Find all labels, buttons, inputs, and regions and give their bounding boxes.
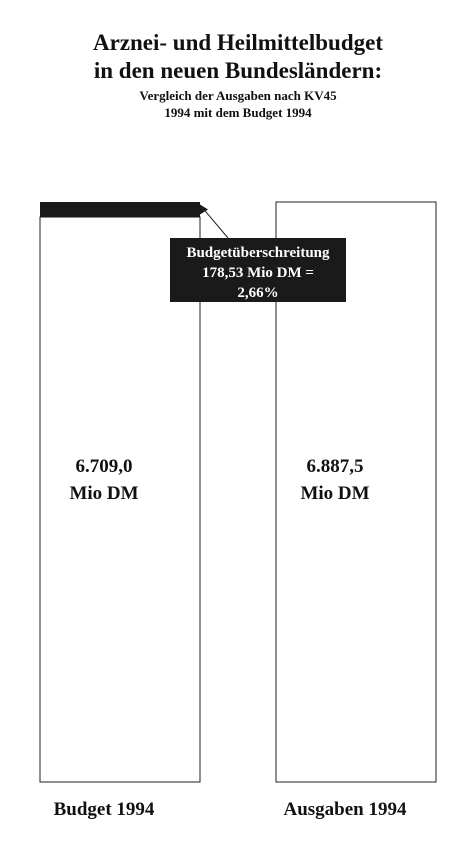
data-label-unit: Mio DM — [69, 483, 138, 504]
annotation-text-line: 2,66% — [237, 285, 278, 301]
data-label-unit: Mio DM — [300, 483, 369, 504]
annotation-box — [170, 238, 346, 302]
chart-title-line-2: in den neuen Bundesländern: — [93, 58, 383, 83]
chart-subtitle-line-1: Vergleich der Ausgaben nach KV45 — [139, 88, 337, 103]
budget-overrun-band — [40, 202, 200, 218]
annotation-text-line: 178,53 Mio DM = — [202, 265, 314, 281]
annotation-leader-line — [203, 209, 229, 239]
x-tick-label: Ausgaben 1994 — [284, 799, 407, 820]
x-tick-label: Budget 1994 — [54, 799, 155, 820]
chart-subtitle-line-2: 1994 mit dem Budget 1994 — [164, 105, 312, 120]
overrun-arrow-head — [196, 202, 208, 218]
annotation-text-line: Budgetüberschreitung — [186, 245, 330, 261]
data-label-value: 6.887,5 — [307, 456, 364, 477]
data-label-value: 6.709,0 — [76, 456, 133, 477]
bar-ausgaben-1994 — [275, 201, 437, 783]
chart-title-line-1: Arznei- und Heilmittelbudget — [92, 30, 384, 55]
